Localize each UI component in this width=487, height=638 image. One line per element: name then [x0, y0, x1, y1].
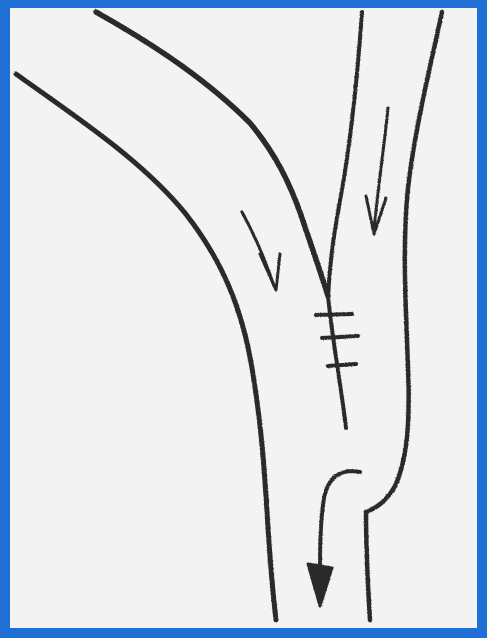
sketch-canvas [10, 8, 477, 628]
vessel-anastomosis-sketch [10, 8, 477, 628]
